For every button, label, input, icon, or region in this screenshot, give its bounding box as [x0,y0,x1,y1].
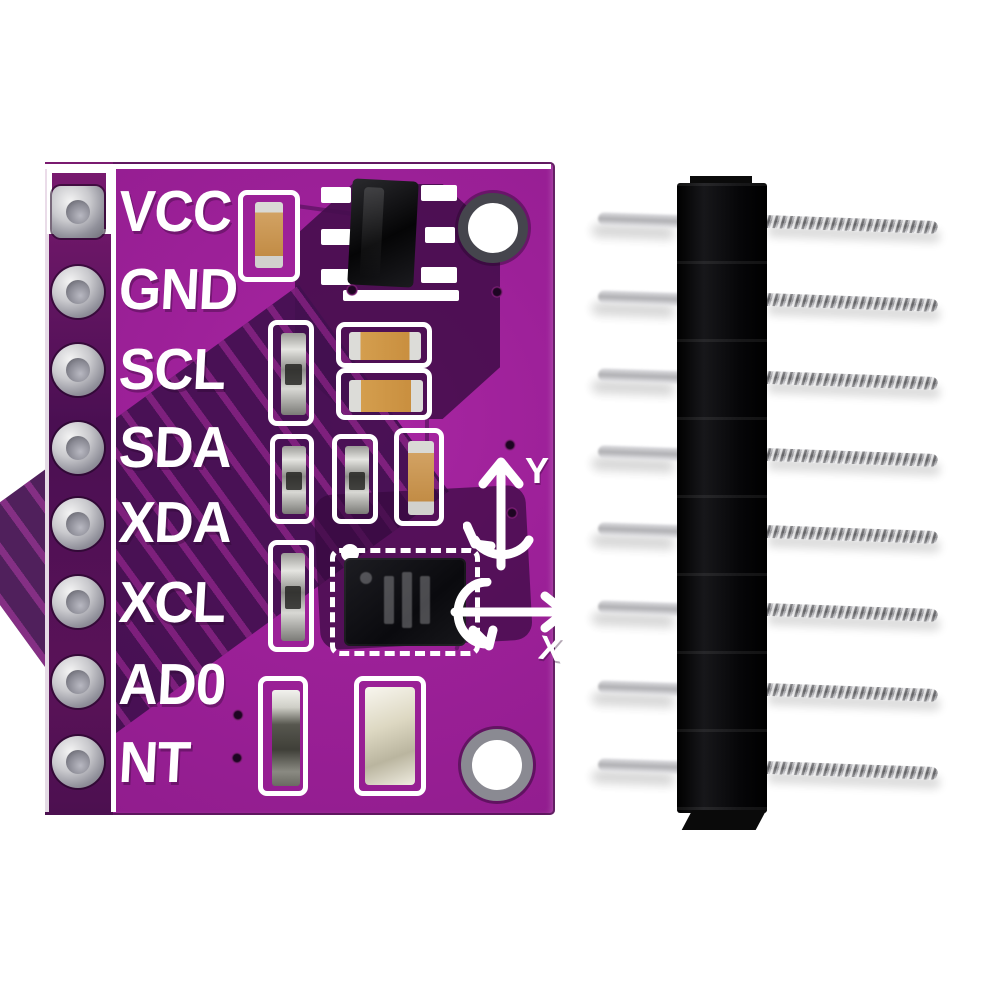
resistor [282,446,306,514]
unpopulated-footprint [354,676,426,796]
resistor-footprint [270,434,314,524]
capacitor [349,380,423,412]
pin-header-body [677,183,767,813]
axis-y-icon: Y [462,448,555,588]
pin-label-int: NT [117,730,192,795]
resistor [281,553,305,641]
pin-label-xcl: XCL [117,570,227,635]
capacitor-footprint [336,322,432,368]
header-pin-long [765,448,939,467]
header-pin-short [597,758,681,774]
sensor-board: VCC GND SCL SDA XDA XCL AD0 NT [0,162,570,815]
capacitor-footprint [238,190,300,282]
pin-label-sda: SDA [117,415,234,480]
solder-glare [365,687,415,785]
pin-label-gnd: GND [117,257,240,322]
pin-header-body-foot [681,810,767,830]
chip-pin1-dimple [360,572,372,584]
header-pin-short [597,290,681,306]
resistor [281,333,306,415]
via [232,709,244,721]
header-pin-long [765,761,939,780]
capacitor [255,202,283,268]
resistor-footprint [268,540,314,652]
header-pin-long [765,215,939,234]
qfn-silkscreen-outline [330,548,480,656]
header-pin-long [765,293,939,312]
silkscreen-column-line [111,164,116,812]
resistor-footprint [258,676,308,796]
pin-label-vcc: VCC [117,179,234,244]
silkscreen-top-line [45,164,551,169]
through-hole-pad [52,656,104,708]
capacitor-footprint [336,368,432,420]
pin-label-scl: SCL [117,337,227,402]
pin-label-ad0: AD0 [117,652,227,717]
header-pin-short [597,522,681,538]
header-pin-short [597,212,681,228]
capacitor [408,441,434,515]
through-hole-pad [52,344,104,396]
capacitor [349,332,421,360]
smd-pad [321,229,351,245]
mounting-hole [461,729,533,801]
qfn-sensor-chip [344,558,466,646]
mounting-hole [458,193,528,263]
via [506,507,518,519]
sot23-regulator-chip [347,178,419,288]
header-pin-short [597,445,681,461]
capacitor-footprint [394,428,444,526]
through-hole-pad [52,422,104,474]
via [504,439,516,451]
through-hole-pad [52,498,104,550]
smd-pad [321,187,351,203]
resistor [272,690,300,786]
header-pin-long [765,525,939,544]
through-hole-pad [52,736,104,788]
smd-pad [425,227,455,243]
header-pin-short [597,680,681,696]
through-hole-pad [52,576,104,628]
header-pin-short [597,600,681,616]
resistor-footprint [332,434,378,524]
silkscreen-edge-line [45,164,49,812]
header-pin-long [765,683,939,702]
header-pin-long [765,371,939,390]
header-pin-short [597,368,681,384]
via [231,752,243,764]
smd-pad [421,267,457,283]
axis-y-label: Y [525,450,550,491]
chip-marking [384,576,394,624]
via [491,286,503,298]
resistor-footprint [268,320,314,426]
chip-marking [420,576,430,624]
axis-x-icon: X [447,577,577,674]
pad-column [45,162,113,815]
smd-pad [421,185,457,201]
silkscreen-line [343,290,459,301]
through-hole-pad [52,266,104,318]
via [346,284,358,296]
chip-marking [402,572,412,628]
through-hole-pad [52,186,104,238]
pin-label-xda: XDA [117,490,234,555]
pin-header [590,176,960,836]
resistor [345,446,369,514]
smd-pad [321,269,351,285]
header-pin-long [765,603,939,622]
